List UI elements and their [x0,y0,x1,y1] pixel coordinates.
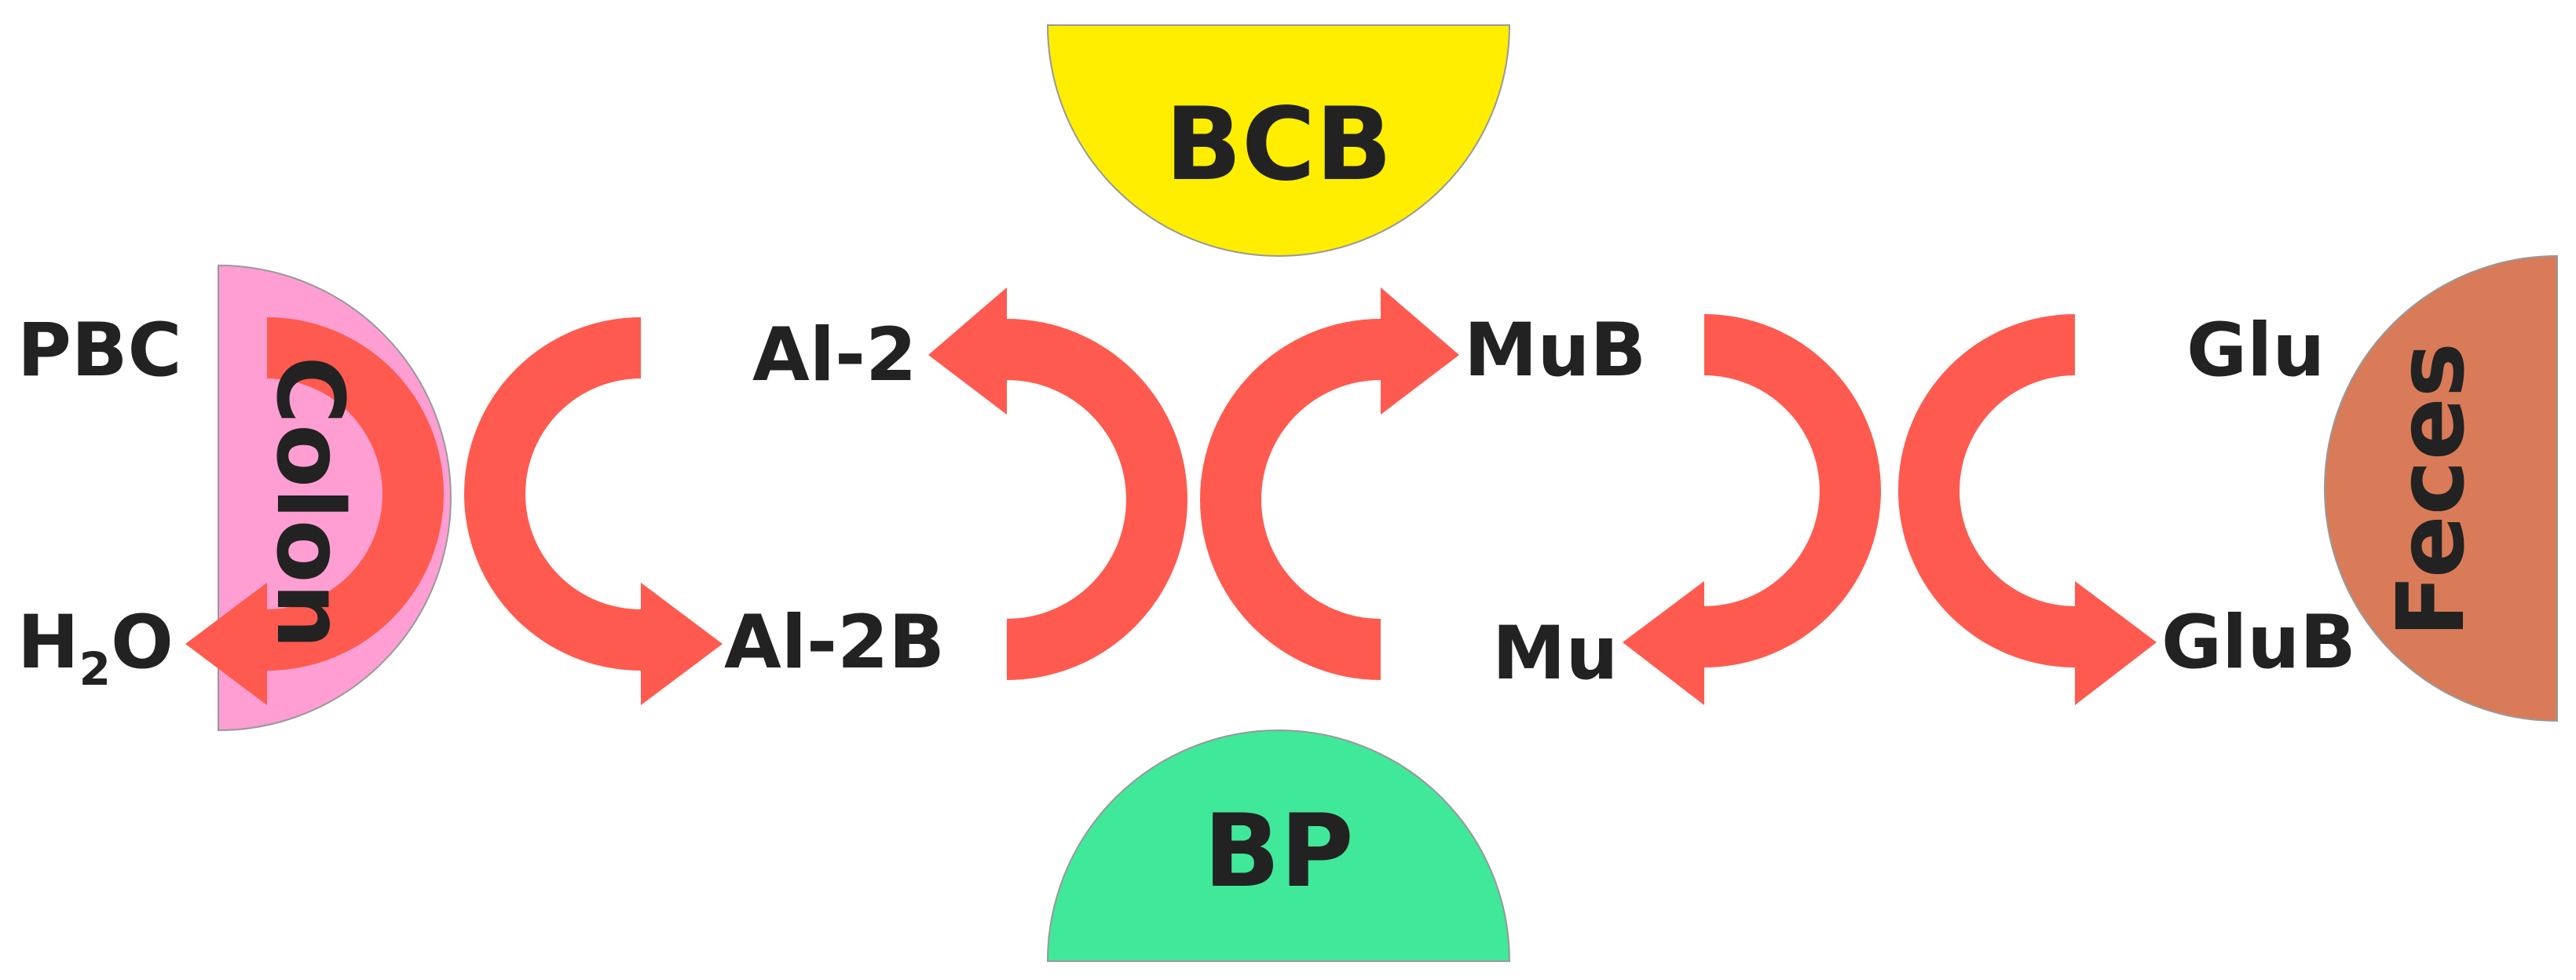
glub-label: GluB [2161,600,2356,686]
colon-label: Colon [256,356,364,649]
arrow-to-al2b [464,317,723,705]
h2o-end: O [111,600,174,686]
al2b-label: Al-2B [724,600,945,686]
pbc-label: PBC [17,308,182,393]
bcb-half-disc [1046,24,1511,257]
h2o-main: H [17,600,79,686]
glu-label: Glu [2186,308,2325,393]
bcb-label: BCB [1165,86,1392,203]
mub-label: MuB [1464,308,1646,393]
al2-label: Al-2 [752,313,917,398]
mu-label: Mu [1492,611,1618,697]
h2o-label: H2O [17,600,174,696]
arrow-to-mub [1200,287,1459,680]
bp-label: BP [1203,793,1353,910]
arrow-to-glub [1898,314,2157,705]
colon-curved-arrow [185,317,444,705]
feces-half-disc [2324,254,2558,722]
arrow-to-al2 [928,287,1187,680]
feces-label: Feces [2377,342,2485,638]
arrow-to-mu [1623,314,1881,705]
bp-half-disc [1046,730,1511,962]
h2o-subscript: 2 [79,642,111,696]
